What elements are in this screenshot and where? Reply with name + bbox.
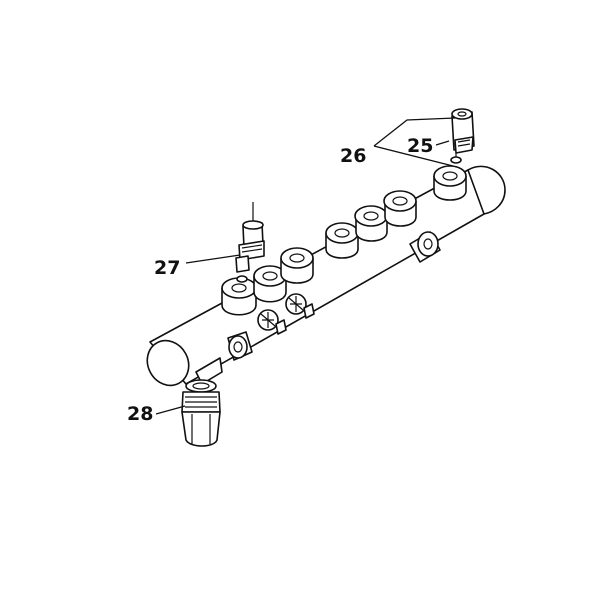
part-25-fitting: [450, 108, 475, 164]
side-plugs: [257, 293, 315, 335]
leader-lines: [155, 117, 456, 415]
part-27-fitting: [235, 202, 265, 283]
injector-outlet-bosses: [221, 165, 467, 316]
callout-25: 25: [407, 135, 433, 157]
callout-27: 27: [154, 257, 180, 279]
part-28-fitting: [181, 379, 221, 447]
callout-26: 26: [340, 145, 366, 167]
callout-28: 28: [127, 403, 153, 425]
